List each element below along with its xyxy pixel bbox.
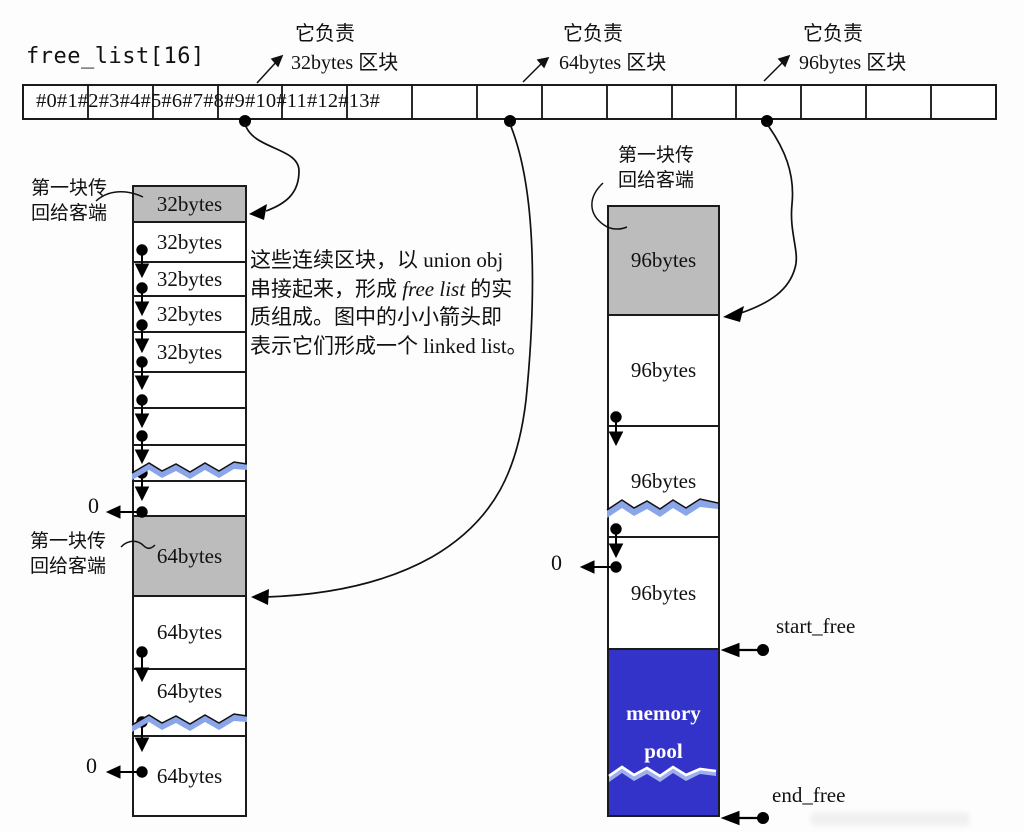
free-list-cell [867,86,933,118]
chunk-block-64-given: 64bytes [134,517,245,597]
first-block-label-right-line2: 回给客端 [618,170,695,191]
annotation-arrow-32 [256,54,284,84]
chunk-block-32-given: 32bytes [134,187,245,223]
first-block-label-left-top-line2: 回给客端 [31,203,108,224]
watermark-smudge [810,812,970,826]
free-list-cell [154,86,219,118]
end-free-pointer [720,810,769,826]
chunk-label: 32bytes [156,229,223,254]
chunk-block-32: 32bytes [134,297,245,333]
free-list-cell [24,86,89,118]
chunk-label: 32bytes [156,266,223,291]
free-list-cell [348,86,414,118]
chunk-block-32: 32bytes [134,333,245,373]
chunk-label: 32bytes [156,339,223,364]
chunk-block-64-torn: 64bytes [134,670,245,737]
free-list-cell [283,86,349,118]
free-list-cell [673,86,738,118]
end-free-label: end_free [772,783,846,807]
first-block-label-right: 第一块传 回给客端 [618,143,694,193]
free-list-index-text: #0#1#2#3#4#5#6#7#8#9#10#11#12#13# [36,90,381,112]
chunk-label: 64bytes [156,620,223,644]
first-block-label-left-mid-line2: 回给客端 [30,556,107,577]
free-list-array [22,84,997,120]
free-chunk-column-96: 96bytes 96bytes 96bytes 96bytes memory p… [607,205,720,817]
start-free-pointer [720,642,769,658]
free-list-cell [89,86,154,118]
annotation-arrow-64 [522,56,550,83]
free-list-cell [478,86,543,118]
null-terminator-64: 0 [86,753,97,778]
annotation-32bytes: 它负责 32bytes 区块 [291,20,398,78]
chunk-label: 96bytes [630,358,697,382]
free-list-cell [737,86,803,118]
first-block-label-left-top: 第一块传 回给客端 [31,176,107,226]
chunk-block-96: 96bytes [609,316,718,427]
chunk-label: 96bytes [630,580,697,605]
paragraph-line3: 质组成。图中的小小箭头即 [250,305,502,330]
chunk-label: 32bytes [156,191,223,216]
paragraph-line2-pre: 串接起来，形成 [250,276,403,301]
chunk-block-empty [134,409,245,446]
chunk-block-32: 32bytes [134,223,245,263]
paragraph-line2-italic: free list [402,276,466,301]
first-block-label-left-mid: 第一块传 回给客端 [30,529,106,579]
chunk-label: 96bytes [630,469,697,493]
chunk-label: 64bytes [156,679,223,703]
annotation-64bytes-line2: 64bytes 区块 [559,52,667,74]
first-block-label-left-mid-line1: 第一块传 [30,531,107,552]
annotation-64bytes-line1: 它负责 [563,23,623,45]
chunk-block-96: 96bytes [609,538,718,650]
chunk-label: 64bytes [156,763,223,788]
annotation-96bytes-line1: 它负责 [803,23,863,45]
explanation-paragraph: 这些连续区块，以 union obj 串接起来，形成 free list 的实 … [250,246,562,360]
first-block-label-left-top-line1: 第一块传 [31,178,108,199]
chunk-block-64: 64bytes [134,597,245,670]
annotation-arrow-96 [763,54,791,82]
paragraph-line4: 表示它们形成一个 linked list。 [250,333,528,358]
free-list-title: free_list[16] [26,44,205,69]
annotation-32bytes-line2: 32bytes 区块 [291,52,399,74]
free-chunk-column-32-64: 32bytes 32bytes 32bytes 32bytes 32bytes … [132,185,247,817]
chunk-block-empty [134,373,245,409]
chunk-block-96-torn: 96bytes [609,427,718,538]
start-free-label: start_free [776,614,856,638]
annotation-96bytes: 它负责 96bytes 区块 [799,20,906,78]
free-list-cell [608,86,673,118]
chunk-label: 64bytes [156,543,223,568]
chunk-block-96-given: 96bytes [609,207,718,316]
null-terminator-32: 0 [88,493,99,518]
chunk-block-64: 64bytes [134,737,245,815]
free-list-cell [543,86,608,118]
connector-curve-32 [244,123,300,220]
memory-pool: memory pool [609,650,718,815]
paragraph-line1: 这些连续区块，以 union obj [250,248,504,272]
memory-pool-line2: pool [644,739,683,763]
chunk-label: 32bytes [156,301,223,326]
annotation-96bytes-line2: 96bytes 区块 [799,52,907,74]
chunk-block-empty [134,482,245,517]
paragraph-line2: 串接起来，形成 free list 的实 [250,275,562,304]
connector-curve-64 [251,123,534,605]
memory-pool-line1: memory [626,701,701,725]
annotation-32bytes-line1: 它负责 [295,23,355,45]
free-list-cell [413,86,479,118]
paragraph-line2-post: 的实 [465,276,513,301]
null-terminator-96: 0 [551,550,562,575]
chunk-label: 96bytes [630,248,697,272]
free-list-cell [219,86,284,118]
free-list-cell [932,86,995,118]
free-list-cell [802,86,868,118]
annotation-64bytes: 它负责 64bytes 区块 [559,20,666,78]
connector-curve-96 [723,123,798,322]
chunk-block-32: 32bytes [134,263,245,297]
chunk-block-torn [134,446,245,482]
first-block-label-right-line1: 第一块传 [618,145,695,166]
